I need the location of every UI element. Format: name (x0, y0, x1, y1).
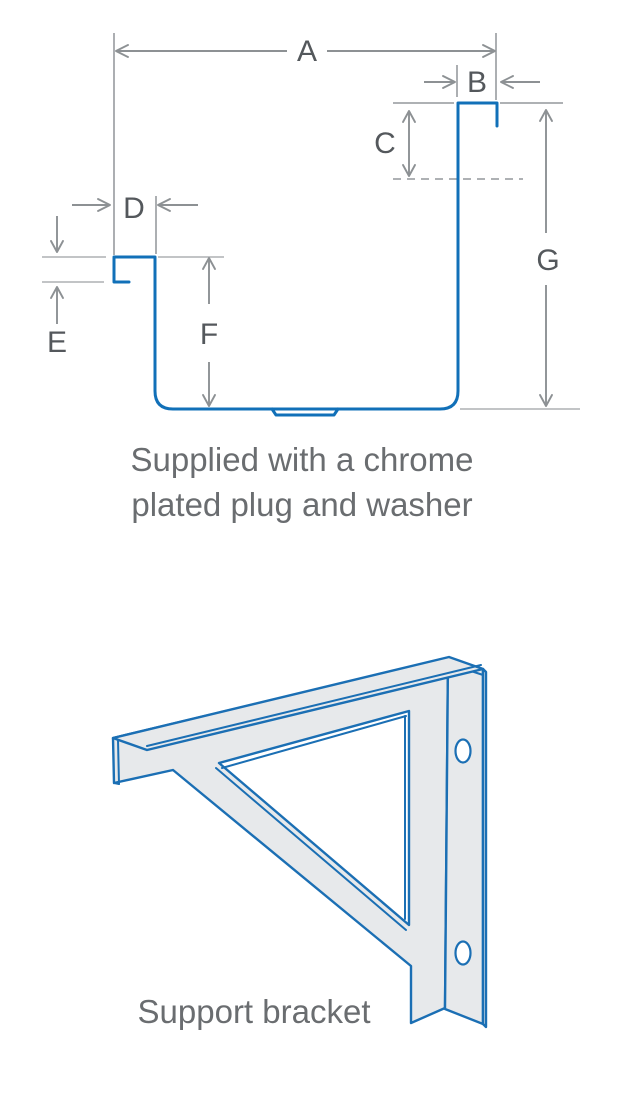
dimension-label-g: G (536, 244, 559, 277)
waste-outlet-notch (270, 407, 340, 417)
dimension-e: E (47, 216, 67, 359)
dimension-label-e: E (47, 326, 67, 359)
profile-caption-line1: Supplied with a chrome (130, 441, 473, 478)
dimension-label-a: A (297, 35, 317, 68)
dimension-g: G (536, 109, 560, 407)
screw-hole-top (454, 738, 472, 764)
dimension-label-d: D (123, 192, 145, 225)
dimension-b: B (424, 66, 540, 99)
bracket-wall-plate-edge (481, 667, 488, 1029)
support-bracket-illustration (111, 655, 488, 1029)
sink-profile-outline (112, 101, 499, 417)
bracket-arm-top-face (111, 655, 485, 752)
screw-hole-bottom (454, 940, 472, 966)
dimension-c: C (374, 110, 416, 177)
extension-lines (42, 33, 580, 410)
bracket-caption: Support bracket (138, 993, 371, 1030)
dimension-a: A (115, 35, 496, 68)
dimension-f: F (200, 257, 218, 407)
dimension-label-c: C (374, 127, 396, 160)
profile-caption-line2: plated plug and washer (131, 486, 472, 523)
dimension-label-f: F (200, 318, 218, 351)
dimension-label-b: B (467, 66, 487, 99)
dimension-d: D (72, 192, 198, 225)
bracket-wall-plate-face (443, 656, 485, 1026)
